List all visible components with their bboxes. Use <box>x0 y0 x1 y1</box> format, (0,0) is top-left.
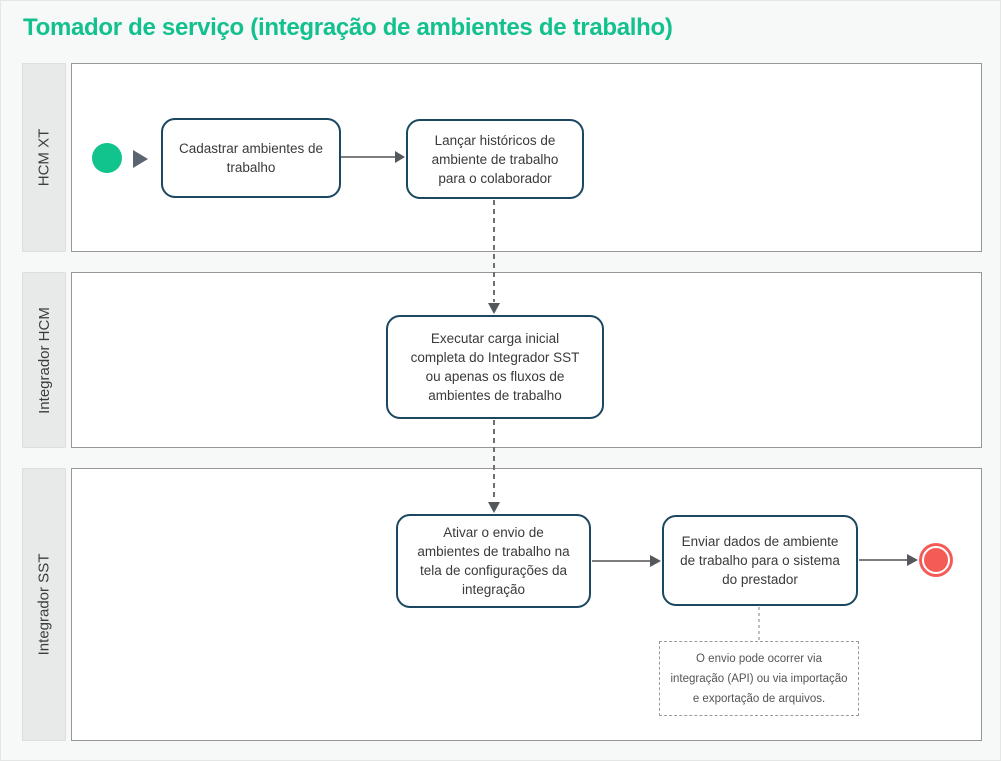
annotation-envio-api: O envio pode ocorrer via integração (API… <box>659 641 859 716</box>
task-cadastrar-ambientes: Cadastrar ambientes de trabalho <box>161 118 341 198</box>
lane-label-integrador-hcm: Integrador HCM <box>22 272 66 448</box>
lane-label-text: Integrador HCM <box>35 306 53 414</box>
task-enviar-dados: Enviar dados de ambiente de trabalho par… <box>662 515 858 606</box>
start-event-icon <box>92 143 122 173</box>
end-event-ring <box>922 546 950 574</box>
end-event-icon <box>919 543 953 577</box>
page-title: Tomador de serviço (integração de ambien… <box>23 14 673 41</box>
task-lancar-historicos: Lançar históricos de ambiente de trabalh… <box>406 119 584 199</box>
lane-label-text: Integrador SST <box>35 553 53 656</box>
lane-label-text: HCM XT <box>35 128 53 187</box>
task-executar-carga-inicial: Executar carga inicial completa do Integ… <box>386 315 604 419</box>
lane-label-hcm-xt: HCM XT <box>22 63 66 252</box>
lane-label-integrador-sst: Integrador SST <box>22 468 66 741</box>
task-ativar-envio: Ativar o envio de ambientes de trabalho … <box>396 514 591 608</box>
